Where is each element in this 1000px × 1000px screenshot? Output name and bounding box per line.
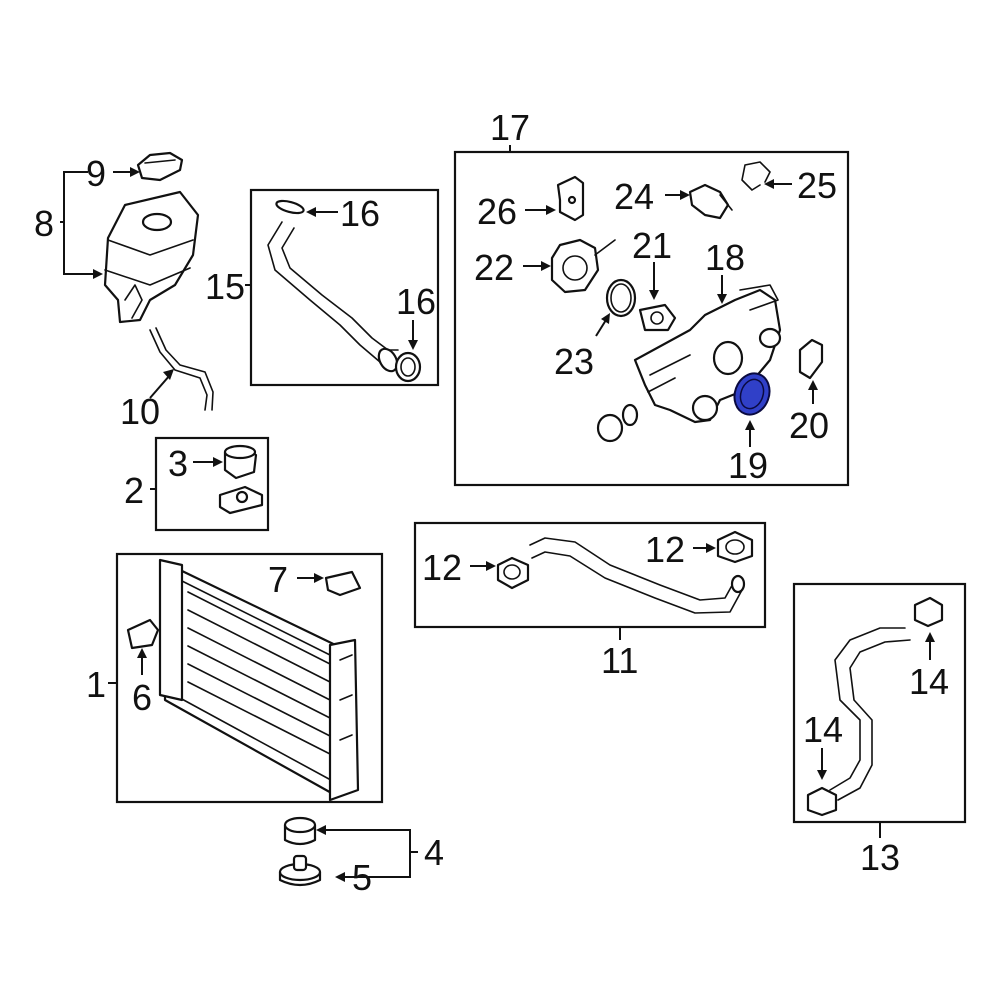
reservoir-cap: [136, 151, 184, 182]
temperature-sensor-24: [688, 183, 733, 220]
callout-labels: 9 8 10 3 2 15 16 16 17 26 24 25 22 21 18…: [34, 107, 949, 898]
clamp-14-top: [913, 596, 944, 628]
o-ring-16-top: [275, 199, 305, 215]
thermostat-cover-22: [550, 238, 616, 294]
gasket-19-highlight: [733, 372, 771, 416]
group-box-2: [154, 436, 270, 532]
gasket-20: [798, 338, 824, 380]
callout-16-top: 16: [340, 193, 380, 234]
callout-11: 11: [601, 640, 638, 681]
callout-24: 24: [614, 176, 654, 217]
callout-18: 18: [705, 237, 745, 278]
callout-2: 2: [124, 470, 144, 511]
leader-lines: [60, 145, 935, 882]
callout-15: 15: [205, 266, 245, 307]
insulator-4: [283, 816, 317, 846]
callout-13: 13: [860, 837, 900, 878]
hose-11: [529, 537, 746, 614]
callout-16-bottom: 16: [396, 281, 436, 322]
clip-25: [741, 161, 771, 191]
hose-13: [829, 627, 911, 801]
mount-bracket: [218, 485, 264, 515]
clamp-12-left: [496, 556, 530, 590]
group-box-11: [413, 521, 767, 629]
group-box-17: [453, 150, 850, 487]
hose-15: [267, 221, 399, 373]
overflow-hose: [149, 327, 214, 411]
insulator-5: [278, 854, 322, 887]
callout-22: 22: [474, 247, 514, 288]
clamp-12-right: [716, 530, 754, 564]
coolant-reservoir: [103, 190, 200, 324]
callout-6: 6: [132, 677, 152, 718]
gasket-19: [733, 372, 771, 416]
radiator: [158, 558, 360, 802]
callout-23: 23: [554, 341, 594, 382]
clamp-14-bottom: [806, 786, 838, 817]
bracket-26: [556, 175, 585, 222]
group-box-15: [249, 188, 440, 387]
callout-1: 1: [86, 664, 106, 705]
callout-26: 26: [477, 191, 517, 232]
group-box-1: [115, 552, 384, 804]
callout-12-left: 12: [422, 547, 462, 588]
callout-19: 19: [728, 445, 768, 486]
thermostat-21: [638, 303, 677, 332]
callout-10: 10: [120, 391, 160, 432]
callout-20: 20: [789, 405, 829, 446]
air-guide-7: [324, 570, 362, 597]
callout-25: 25: [797, 165, 837, 206]
mount-bushing: [223, 444, 258, 480]
callout-14-top: 14: [909, 661, 949, 702]
callout-4: 4: [424, 832, 444, 873]
callout-9: 9: [86, 153, 106, 194]
callout-8: 8: [34, 203, 54, 244]
radiator-bracket-6: [126, 618, 160, 650]
callout-21: 21: [632, 225, 672, 266]
plugs: [596, 403, 639, 443]
callout-7: 7: [268, 559, 288, 600]
callout-5: 5: [352, 857, 372, 898]
callout-14-bottom: 14: [803, 709, 843, 750]
o-ring-16-bottom: [394, 351, 422, 383]
callout-3: 3: [168, 443, 188, 484]
gasket-23: [605, 278, 637, 318]
callout-12-right: 12: [645, 529, 685, 570]
callout-17: 17: [490, 107, 530, 148]
